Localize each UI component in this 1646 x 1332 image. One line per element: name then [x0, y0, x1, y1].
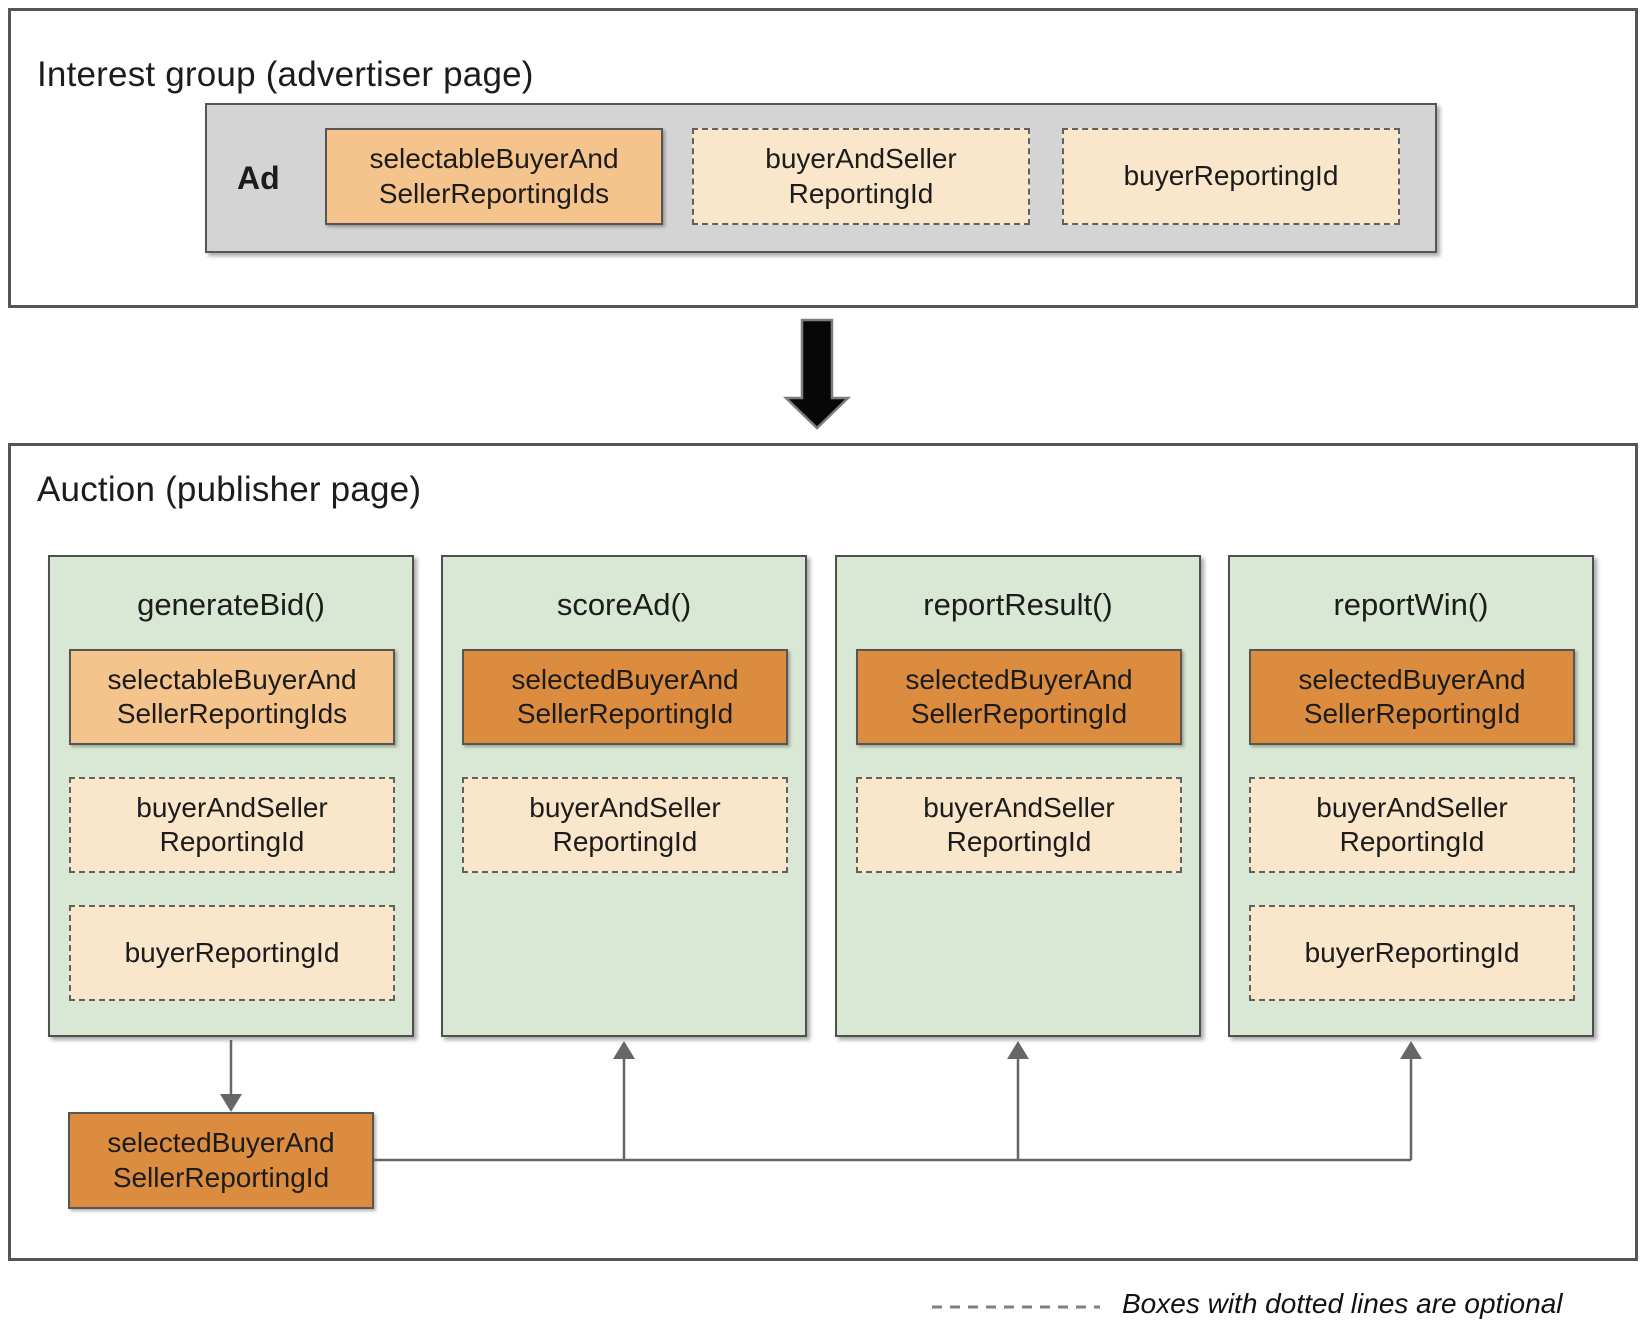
box-buyer-and-seller-reporting-id: buyerAndSeller ReportingId [1249, 777, 1575, 873]
box-buyer-and-seller-reporting-id: buyerAndSeller ReportingId [69, 777, 395, 873]
box-buyer-and-seller-reporting-id: buyerAndSeller ReportingId [462, 777, 788, 873]
auction-title: Auction (publisher page) [37, 470, 422, 509]
interest-group-title: Interest group (advertiser page) [37, 55, 534, 94]
function-column-report-win: reportWin() selectedBuyerAnd SellerRepor… [1228, 555, 1594, 1037]
function-title: scoreAd() [556, 587, 692, 622]
box-buyer-reporting-id: buyerReportingId [1062, 128, 1400, 225]
function-title: reportWin() [1333, 587, 1489, 622]
ad-label: Ad [237, 159, 280, 196]
box-buyer-reporting-id: buyerReportingId [1249, 905, 1575, 1001]
ad-container: Ad selectableBuyerAnd SellerReportingIds… [205, 103, 1437, 253]
legend-label: Boxes with dotted lines are optional [1122, 1288, 1563, 1319]
box-selectable-buyer-and-seller-reporting-ids: selectableBuyerAnd SellerReportingIds [325, 128, 663, 225]
box-selected-buyer-and-seller-reporting-id: selectedBuyerAnd SellerReportingId [856, 649, 1182, 745]
function-column-score-ad: scoreAd() selectedBuyerAnd SellerReporti… [441, 555, 807, 1037]
selected-id-result-box: selectedBuyerAnd SellerReportingId [68, 1112, 374, 1209]
function-title: reportResult() [923, 587, 1113, 622]
function-column-report-result: reportResult() selectedBuyerAnd SellerRe… [835, 555, 1201, 1037]
box-selected-buyer-and-seller-reporting-id: selectedBuyerAnd SellerReportingId [1249, 649, 1575, 745]
box-selected-buyer-and-seller-reporting-id: selectedBuyerAnd SellerReportingId [462, 649, 788, 745]
box-buyer-reporting-id: buyerReportingId [69, 905, 395, 1001]
interest-group-panel: Interest group (advertiser page) Ad sele… [8, 8, 1638, 308]
function-title: generateBid() [137, 587, 325, 622]
box-buyer-and-seller-reporting-id: buyerAndSeller ReportingId [856, 777, 1182, 873]
flow-down-arrow-icon [782, 318, 852, 430]
box-buyer-and-seller-reporting-id: buyerAndSeller ReportingId [692, 128, 1030, 225]
box-selectable-buyer-and-seller-reporting-ids: selectableBuyerAnd SellerReportingIds [69, 649, 395, 745]
function-column-generate-bid: generateBid() selectableBuyerAnd SellerR… [48, 555, 414, 1037]
